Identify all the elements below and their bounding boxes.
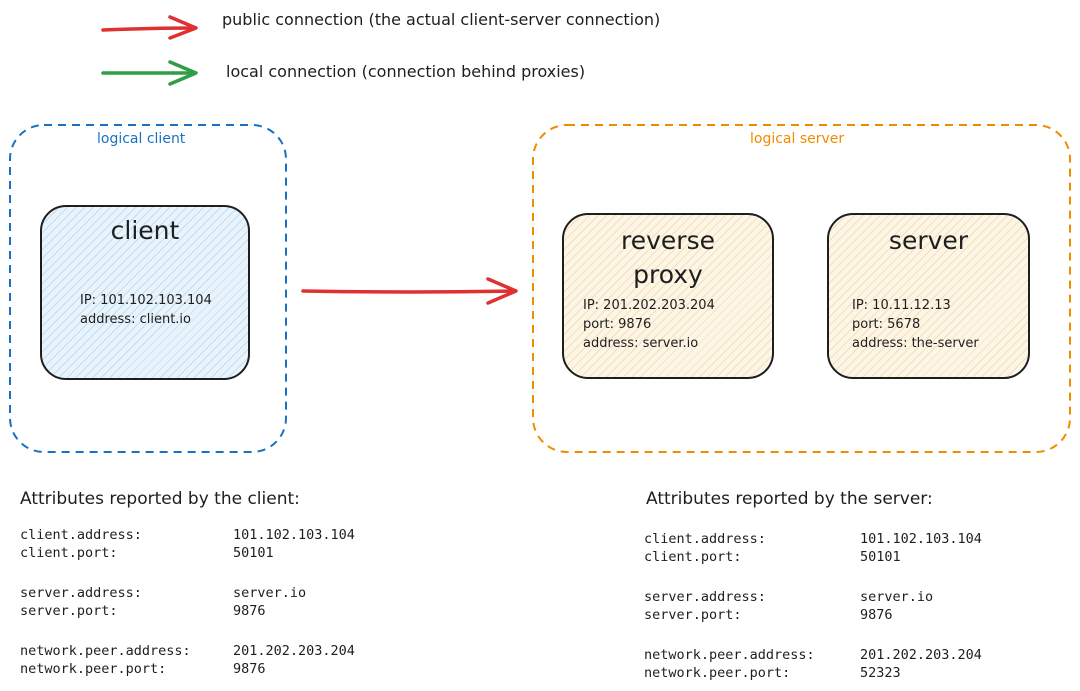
attr-value: 50101: [233, 545, 274, 561]
server-attributes-title: Attributes reported by the server:: [646, 489, 933, 509]
attr-key: server.address:: [644, 589, 766, 605]
proxy-port: port: 9876: [583, 317, 652, 332]
reverse-proxy-title-line1: reverse: [621, 226, 715, 255]
attr-key: server.port:: [644, 607, 742, 623]
proxy-ip: IP: 201.202.203.204: [583, 298, 715, 313]
attr-key: client.address:: [644, 531, 766, 547]
attr-value: 201.202.203.204: [233, 643, 355, 659]
attr-key: network.peer.port:: [644, 665, 791, 681]
attr-key: server.port:: [20, 603, 118, 619]
legend-local-label: local connection (connection behind prox…: [226, 62, 586, 81]
attr-key: client.port:: [644, 549, 742, 565]
attr-value: server.io: [233, 585, 307, 601]
client-node: client IP: 101.102.103.104 address: clie…: [40, 205, 250, 380]
server-ip: IP: 10.11.12.13: [852, 298, 951, 313]
logical-client-frame: [9, 124, 287, 453]
logical-server-label: logical server: [750, 131, 845, 147]
attr-key: network.peer.address:: [644, 647, 815, 663]
reverse-proxy-node: reverse proxy IP: 201.202.203.204 port: …: [562, 213, 774, 379]
client-node-info: IP: 101.102.103.104 address: client.io: [80, 291, 212, 329]
server-node-title: server: [888, 226, 969, 255]
logical-server-frame: [532, 124, 1071, 453]
client-attributes-title: Attributes reported by the client:: [20, 489, 300, 509]
server-address: address: the-server: [852, 336, 979, 351]
client-node-title: client: [110, 216, 180, 245]
client-to-proxy-arrow: [301, 277, 518, 305]
legend-local-arrow: [101, 60, 198, 86]
attr-key: network.peer.address:: [20, 643, 191, 659]
proxy-address: address: server.io: [583, 336, 699, 351]
server-node: server IP: 10.11.12.13 port: 5678 addres…: [827, 213, 1030, 379]
server-node-info: IP: 10.11.12.13 port: 5678 address: the-…: [852, 296, 979, 353]
attr-value: 101.102.103.104: [233, 527, 355, 543]
attr-key: client.address:: [20, 527, 142, 543]
attr-value: 50101: [860, 549, 901, 565]
legend-public-arrow: [101, 15, 198, 40]
reverse-proxy-title-line2: proxy: [633, 260, 703, 289]
attr-value: server.io: [860, 589, 934, 605]
attr-value: 9876: [233, 603, 266, 619]
legend-public-label: public connection (the actual client-ser…: [222, 10, 661, 29]
logical-client-label: logical client: [97, 131, 186, 147]
attr-value: 9876: [233, 661, 266, 677]
attr-value: 52323: [860, 665, 901, 681]
reverse-proxy-info: IP: 201.202.203.204 port: 9876 address: …: [583, 296, 715, 353]
attr-key: client.port:: [20, 545, 118, 561]
attr-value: 101.102.103.104: [860, 531, 982, 547]
server-port: port: 5678: [852, 317, 921, 332]
attr-value: 201.202.203.204: [860, 647, 982, 663]
attr-value: 9876: [860, 607, 893, 623]
attr-key: server.address:: [20, 585, 142, 601]
attr-key: network.peer.port:: [20, 661, 167, 677]
client-ip: IP: 101.102.103.104: [80, 293, 212, 308]
client-address: address: client.io: [80, 312, 191, 327]
